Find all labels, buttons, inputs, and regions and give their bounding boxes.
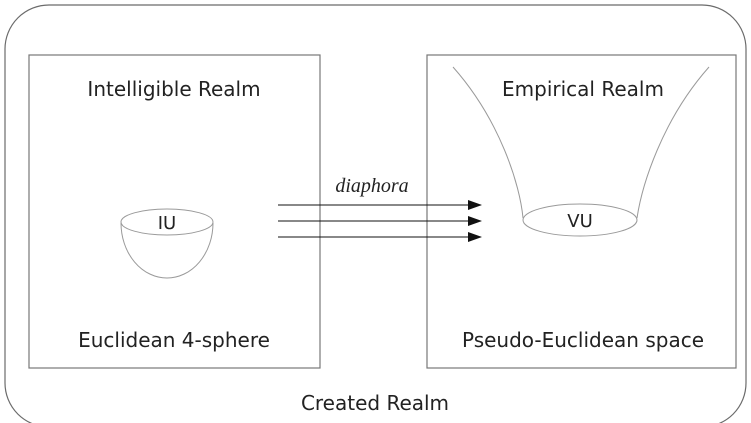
diaphora-label: diaphora xyxy=(335,175,408,197)
empirical-realm-title: Empirical Realm xyxy=(502,77,664,101)
vu-label: VU xyxy=(567,211,593,232)
iu-label: IU xyxy=(158,213,176,234)
hemisphere-rim xyxy=(120,208,214,236)
funnel-base xyxy=(522,203,638,237)
created-realm-label: Created Realm xyxy=(301,391,449,415)
funnel-shape xyxy=(452,66,710,237)
diaphora-arrows xyxy=(278,200,482,242)
created-realm-frame xyxy=(4,4,747,423)
euclidean-sphere-label: Euclidean 4-sphere xyxy=(78,328,270,352)
intelligible-realm-title: Intelligible Realm xyxy=(87,77,260,101)
pseudo-euclidean-label: Pseudo-Euclidean space xyxy=(462,328,704,352)
empirical-realm-box xyxy=(426,54,737,369)
intelligible-realm-box xyxy=(28,54,321,369)
hemisphere-shape xyxy=(120,208,214,279)
